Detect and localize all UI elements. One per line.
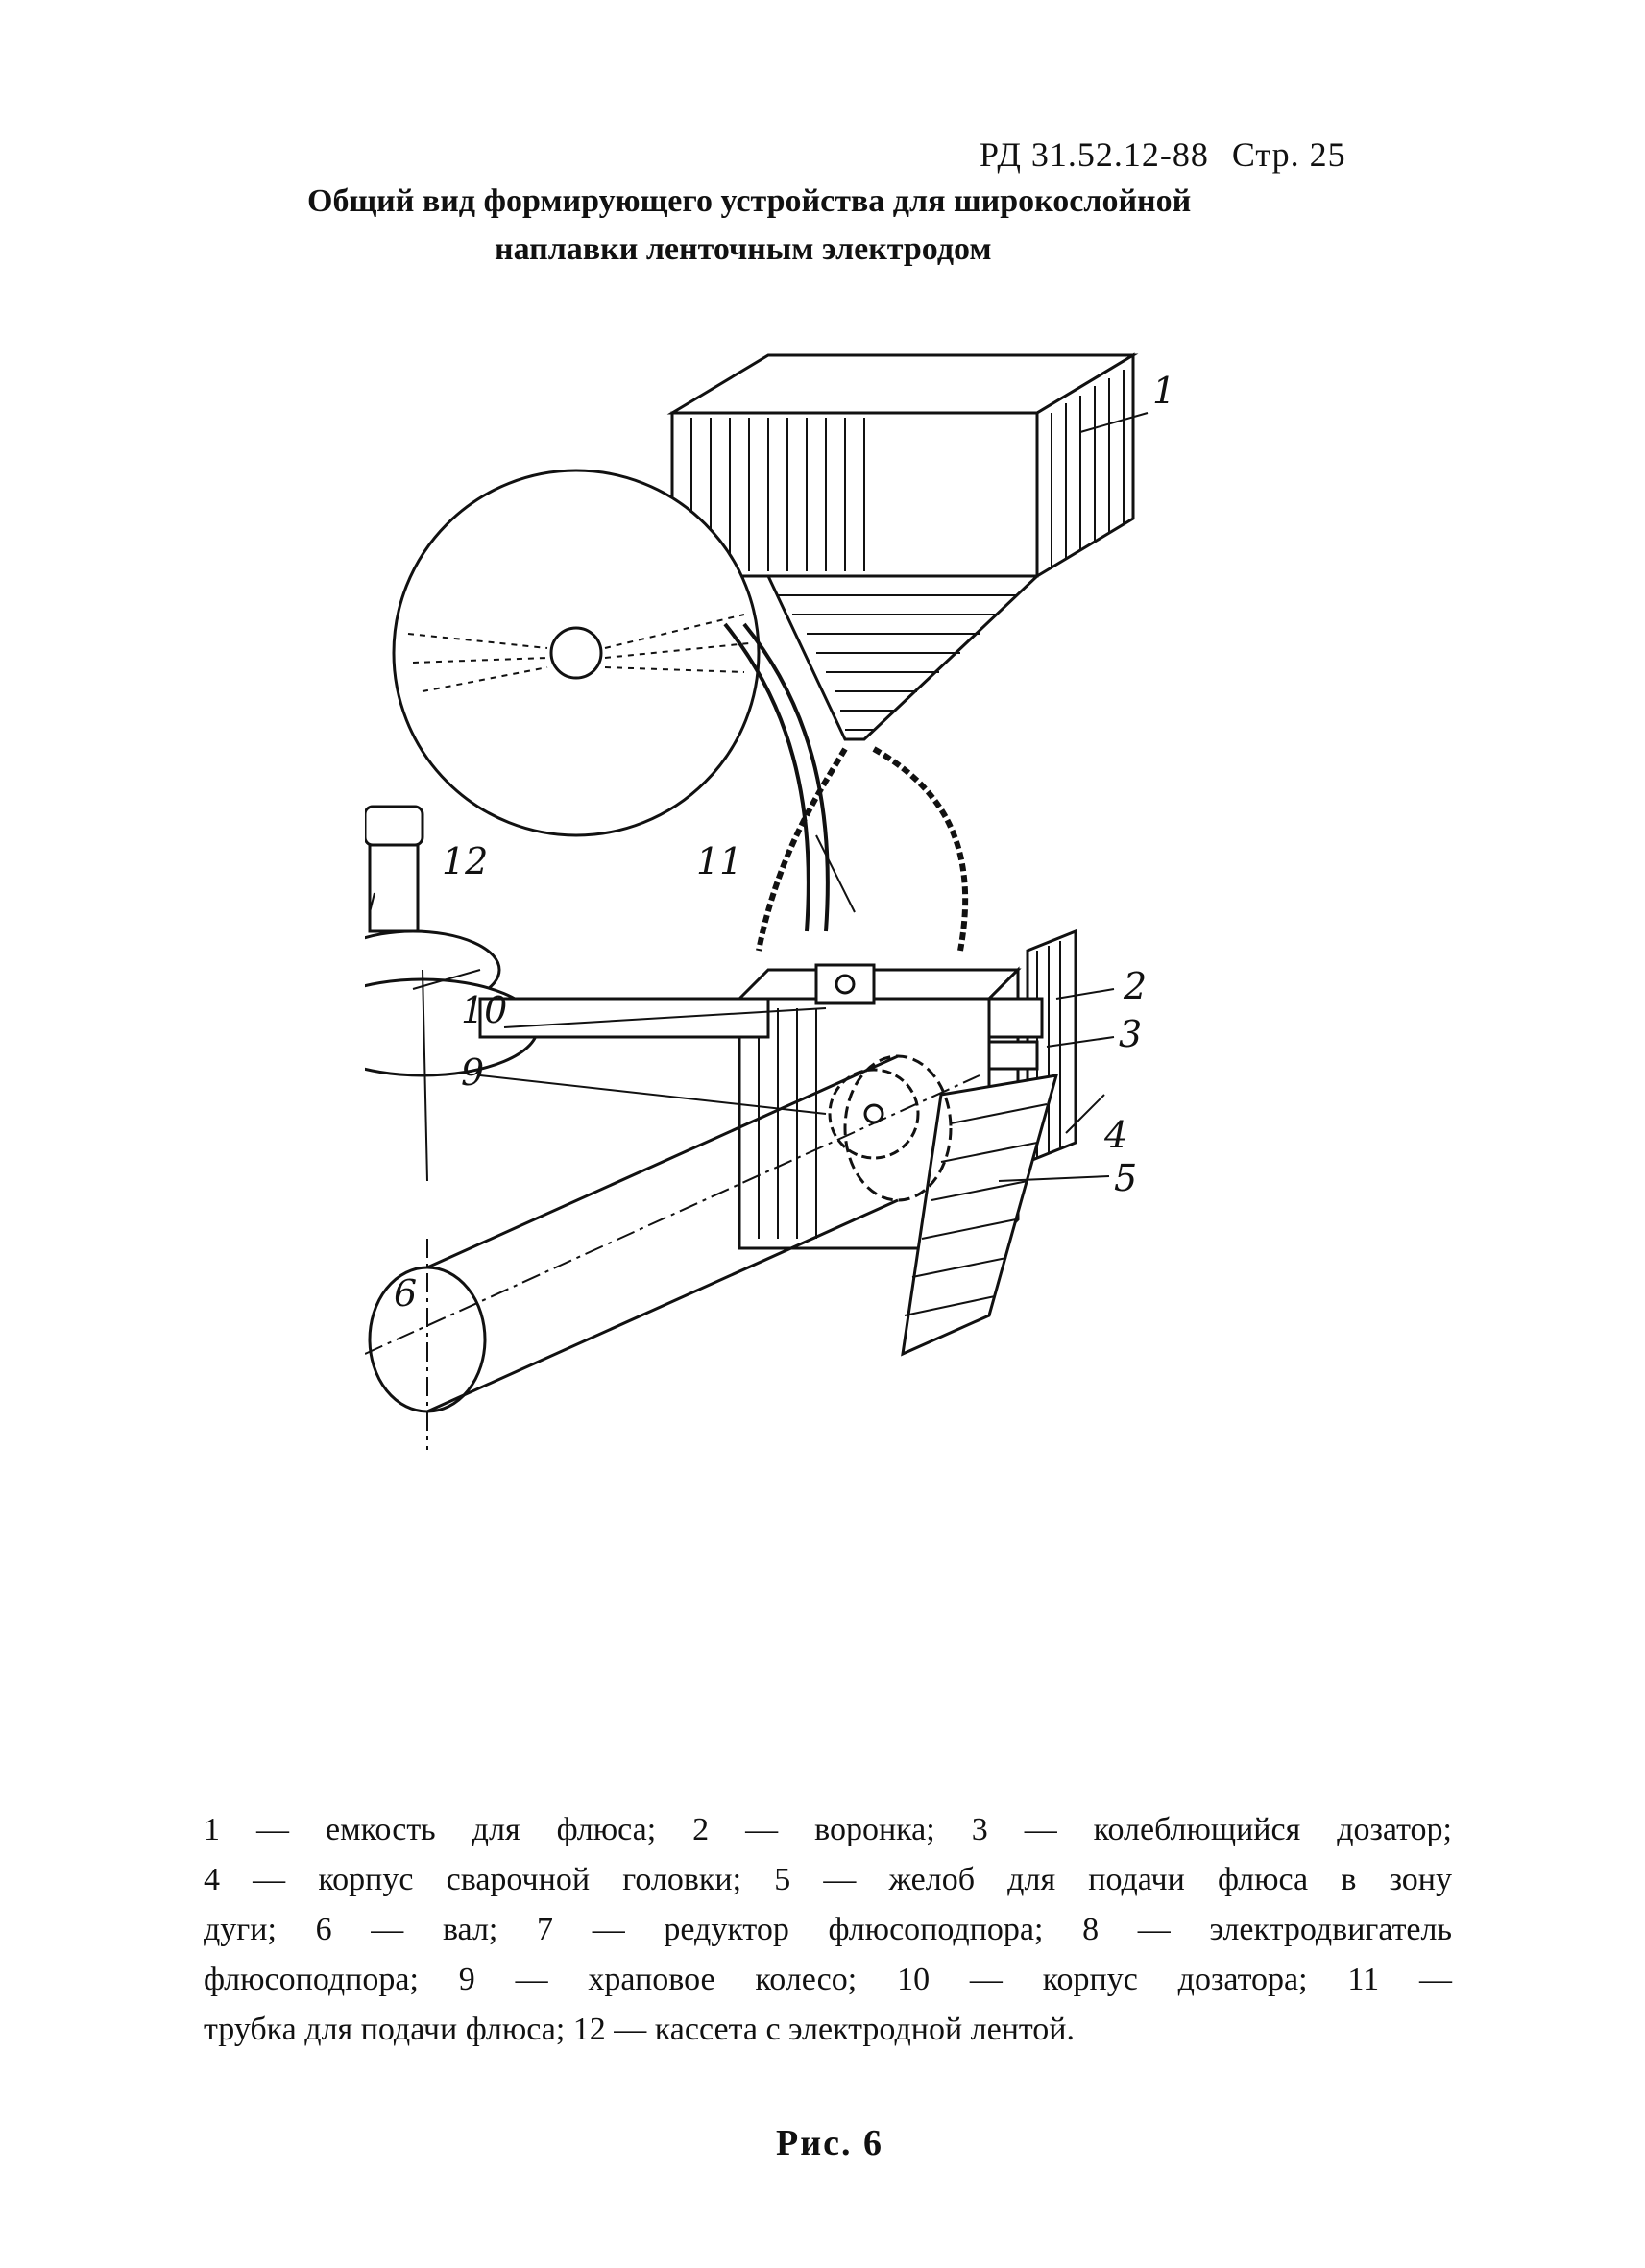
legend-line: трубка для подачи флюса; 12 — кассета с …: [204, 2012, 1075, 2047]
callout-12: 12: [442, 840, 488, 882]
feed-tube-drawing: [723, 622, 969, 952]
callout-10: 10: [461, 989, 507, 1031]
shaft-drawing: [365, 1054, 980, 1450]
callout-2: 2: [1123, 965, 1147, 1007]
callout-11: 11: [696, 840, 742, 882]
figure-title: Общий вид формирующего устройства для ши…: [288, 178, 1344, 274]
legend-line: 4 — корпус сварочной головки; 5 — желоб …: [204, 1862, 1452, 1897]
flux-chute-drawing: [901, 1074, 1059, 1357]
callout-5: 5: [1114, 1157, 1137, 1199]
funnel-drawing: [765, 574, 1041, 741]
page-number: Стр. 25: [1231, 135, 1346, 174]
flux-container-drawing: [666, 352, 1139, 579]
callout-9: 9: [461, 1051, 484, 1094]
callout-1: 1: [1152, 370, 1175, 412]
flux-motor-drawing: [365, 805, 770, 1077]
electrode-cassette-drawing: [392, 469, 761, 837]
legend-line: 1 — емкость для флюса; 2 — воронка; 3 — …: [204, 1812, 1452, 1847]
callout-leaders: [369, 412, 1149, 1182]
technical-drawing: 1 2 3 4 5 6 7 8 9 10 11 12: [365, 352, 1175, 1450]
title-line-2: наплавки ленточным электродом: [495, 231, 992, 267]
page-header: РД 31.52.12-88 Стр. 25: [980, 134, 1360, 175]
figure-legend: 1 — емкость для флюса; 2 — воронка; 3 — …: [204, 1805, 1452, 2055]
callout-4: 4: [1103, 1114, 1127, 1156]
callout-6: 6: [394, 1272, 417, 1315]
figure-number: Рис. 6: [776, 2123, 883, 2163]
callout-3: 3: [1119, 1013, 1142, 1055]
title-line-1: Общий вид формирующего устройства для ши…: [307, 183, 1192, 219]
legend-line: дуги; 6 — вал; 7 — редуктор флюсоподпора…: [204, 1912, 1452, 1947]
document-code: РД 31.52.12-88: [980, 135, 1209, 174]
legend-line: флюсоподпора; 9 — храповое колесо; 10 — …: [204, 1962, 1452, 1997]
